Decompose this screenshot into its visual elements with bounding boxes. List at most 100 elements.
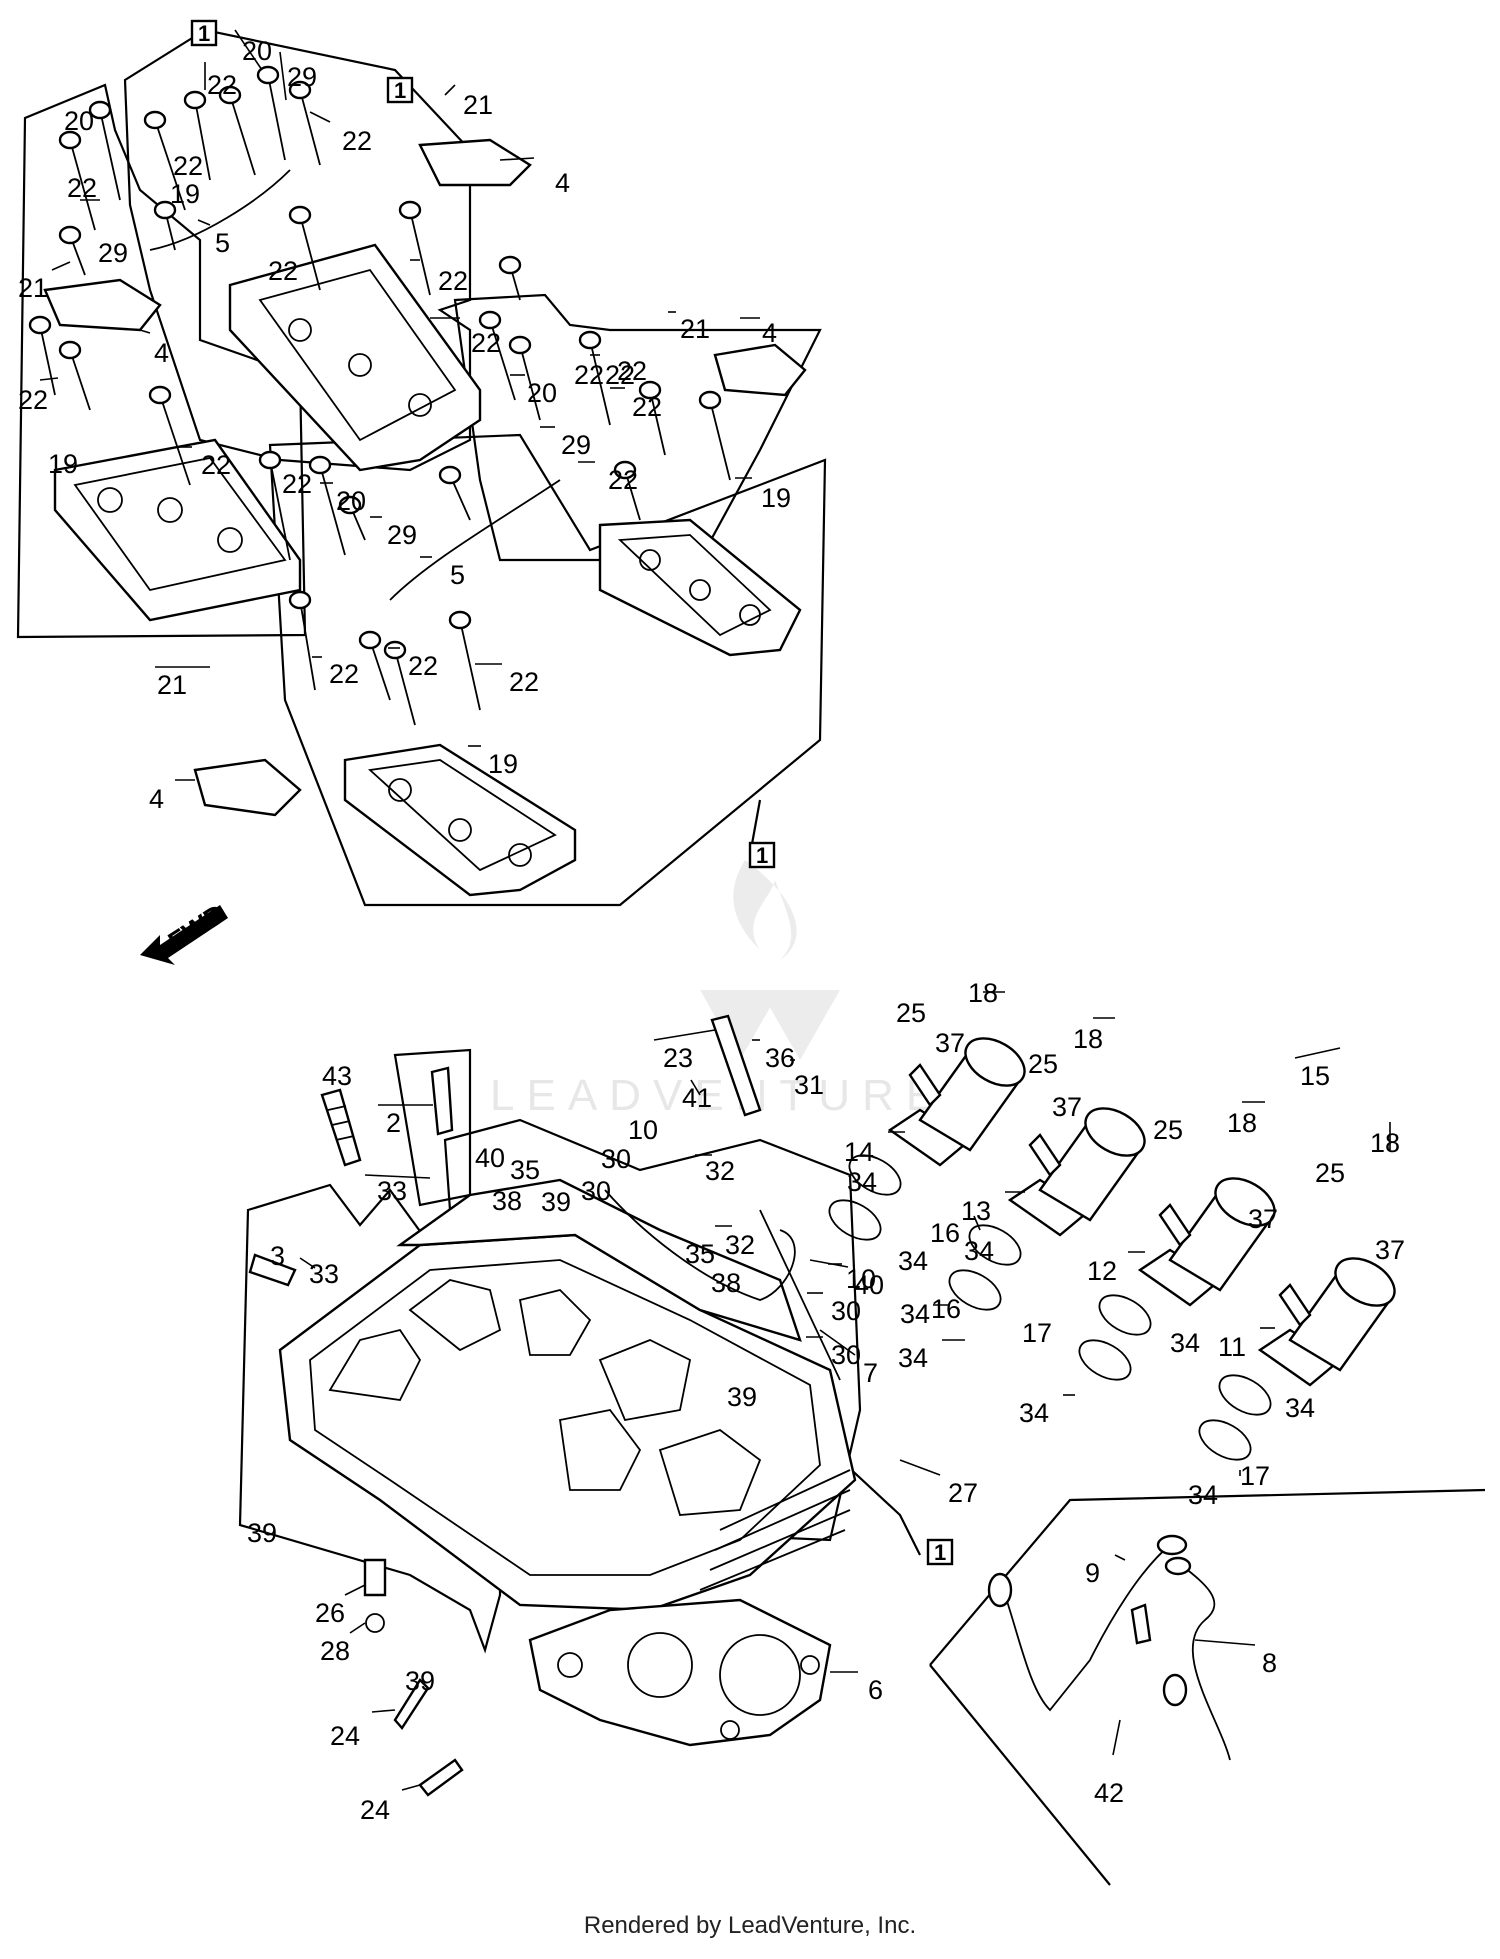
callout-6: 6 [868,1675,883,1705]
bolt-head [638,380,662,400]
callout-24a: 24 [330,1721,360,1751]
boxed-callout-1a: 1 [190,19,218,47]
callout-22k: 22 [632,392,662,422]
bolt-shaft [299,599,316,691]
bolt-head [613,460,637,480]
callout-29c: 29 [561,430,591,460]
runner-clamp [964,1037,1026,1087]
callout-3: 3 [270,1241,285,1271]
bolt-head [88,100,112,120]
callout-34d: 34 [900,1299,930,1329]
callout-22r: 22 [574,360,604,390]
callout-39a: 39 [541,1187,571,1217]
callout-21b: 21 [18,273,48,303]
callout-37b: 37 [1052,1092,1082,1122]
callout-22e: 22 [268,256,298,286]
bolt-head [438,465,462,485]
bolt-head [256,65,280,85]
fwd-indicator: FWD [140,898,231,965]
bolt-head [698,390,722,410]
callout-20c: 20 [527,378,557,408]
callout-20d: 20 [336,486,366,516]
boxed-callout-1c-text: 1 [756,843,768,868]
bolt-shaft [409,209,431,296]
bolt-shaft [519,344,541,421]
bolt-shaft [69,349,91,411]
callout-22i: 22 [201,450,231,480]
callout-42: 42 [1094,1778,1124,1808]
bolt-head [448,610,472,630]
leader-line [197,219,211,226]
callout-25d: 25 [1315,1158,1345,1188]
callout-34c: 34 [964,1236,994,1266]
callout-17a: 17 [1022,1318,1052,1348]
leader-line [690,1079,701,1096]
callout-37c: 37 [1248,1204,1278,1234]
bolt-shaft [194,99,211,181]
callout-37d: 37 [1375,1235,1405,1265]
plate-4-bottom [193,758,302,817]
callout-22o: 22 [408,651,438,681]
bolt-shaft [369,639,391,701]
runner-clamp [1084,1107,1146,1157]
bolt-shaft [269,459,291,561]
callout-18b: 18 [1073,1024,1103,1054]
callout-34a: 34 [847,1167,877,1197]
leadventure-watermark: LEADVENTURE [490,860,935,1120]
o-ring [1218,1374,1272,1416]
bolt-head [143,110,167,130]
callout-22l: 22 [608,465,638,495]
footer-credit: Rendered by LeadVenture, Inc. [583,1912,917,1939]
callout-23: 23 [663,1043,693,1073]
callout-34f: 34 [1019,1398,1049,1428]
callout-22p: 22 [509,667,539,697]
leader-line [349,1622,366,1634]
bolt-head [338,495,362,515]
callout-16a: 16 [930,1218,960,1248]
callout-21d: 21 [157,670,187,700]
bolt-head [28,315,52,335]
leader-line [371,1709,396,1713]
bolt-shaft [459,619,481,711]
callout-26: 26 [315,1598,345,1628]
boxed-callout-1c: 1 [748,841,776,869]
leader-line [1294,1047,1341,1059]
callout-4b: 4 [154,338,169,368]
callout-22b: 22 [342,126,372,156]
callout-38b: 38 [711,1268,741,1298]
boxed-callout-1d-text: 1 [934,1540,946,1565]
callout-15: 15 [1300,1061,1330,1091]
callout-16b: 16 [931,1294,961,1324]
leader-line [819,1329,856,1356]
plate-4-left [43,278,162,332]
callout-8: 8 [1262,1648,1277,1678]
runner-clamp [1214,1177,1276,1227]
bolt-head [498,255,522,275]
bolt-shaft [299,214,321,291]
callout-30c: 30 [831,1296,861,1326]
leader-line [899,1459,941,1476]
o-ring [828,1199,882,1241]
leader-line [653,1029,716,1041]
callout-5a: 5 [215,228,230,258]
upper-parts [28,65,807,897]
callout-28: 28 [320,1636,350,1666]
callout-39b: 39 [727,1382,757,1412]
lower-parts [248,1014,1396,1797]
leader-line [973,1215,981,1231]
callout-21a: 21 [463,90,493,120]
callout-32b: 32 [725,1230,755,1260]
boxed-callout-1a-text: 1 [198,21,210,46]
callout-29d: 29 [387,520,417,550]
bolt-shaft [159,394,191,486]
bolt-head [478,310,502,330]
callout-29a: 29 [287,62,317,92]
leader-line [364,1174,431,1179]
callout-35a: 35 [510,1155,540,1185]
runner-clamp [1334,1257,1396,1307]
callout-30a: 30 [601,1144,631,1174]
bolt-head [383,640,407,660]
bolt-head [183,90,207,110]
callout-19b: 19 [48,449,78,479]
